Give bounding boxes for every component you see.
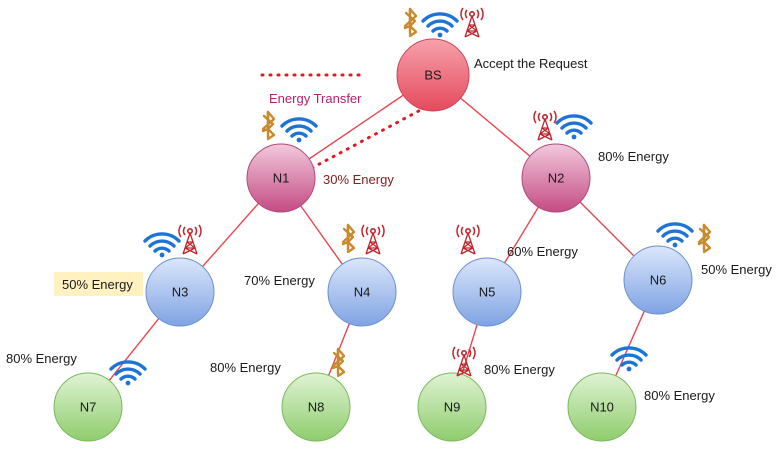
n7-wifi-icon [109, 360, 147, 388]
n4-antenna-tower-icon [361, 224, 385, 255]
node-n1: N1 [246, 143, 316, 213]
node-n9-label: N9 [444, 399, 461, 414]
n1-bluetooth-icon [261, 110, 276, 141]
node-n1-label: N1 [273, 170, 290, 185]
node-n7-label: N7 [80, 399, 97, 414]
n9-energy-annotation: 80% Energy [484, 362, 555, 377]
node-bs: BS [396, 38, 470, 112]
n10-wifi-icon [610, 346, 648, 374]
n3-antenna-tower-icon [178, 224, 202, 255]
energy-transfer-legend-label: Energy Transfer [269, 91, 362, 106]
node-n4-label: N4 [354, 284, 371, 299]
n4-bluetooth-icon [341, 223, 356, 254]
node-n5-label: N5 [479, 284, 496, 299]
n7-energy-annotation: 80% Energy [6, 351, 77, 366]
node-n5: N5 [452, 257, 522, 327]
node-n6: N6 [623, 245, 693, 315]
node-n8-label: N8 [308, 399, 325, 414]
n2-antenna-tower-icon [533, 110, 557, 141]
bs-wifi-icon [421, 12, 459, 40]
node-n2: N2 [521, 143, 591, 213]
n10-energy-annotation: 80% Energy [644, 388, 715, 403]
node-n6-label: N6 [650, 272, 667, 287]
node-n2-label: N2 [548, 170, 565, 185]
n1-wifi-icon [280, 117, 318, 145]
node-n7: N7 [53, 372, 123, 442]
n1-energy-annotation: 30% Energy [323, 172, 394, 187]
n4-energy-annotation: 70% Energy [244, 273, 315, 288]
node-n8: N8 [281, 372, 351, 442]
n8-energy-annotation: 80% Energy [210, 360, 281, 375]
n5-antenna-tower-icon [456, 224, 480, 255]
bs-bluetooth-icon [403, 7, 418, 38]
n3-energy-annotation: 50% Energy [62, 277, 133, 292]
n3-wifi-icon [143, 232, 181, 260]
n9-antenna-tower-icon [452, 346, 476, 377]
n3-energy-highlight [54, 272, 143, 296]
bs-annotation: Accept the Request [474, 56, 588, 71]
node-n10: N10 [567, 372, 637, 442]
n6-energy-annotation: 50% Energy [701, 262, 772, 277]
node-n3: N3 [145, 257, 215, 327]
node-n3-label: N3 [172, 284, 189, 299]
energy-transfer-line [310, 104, 430, 170]
n5-energy-annotation: 60% Energy [507, 244, 578, 259]
n6-bluetooth-icon [697, 223, 712, 254]
node-bs-label: BS [424, 67, 442, 82]
n6-wifi-icon [656, 222, 694, 250]
n8-bluetooth-icon [331, 347, 346, 378]
node-n9: N9 [417, 372, 487, 442]
n2-energy-annotation: 80% Energy [598, 149, 669, 164]
node-n4: N4 [327, 257, 397, 327]
n2-wifi-icon [555, 114, 593, 142]
node-n10-label: N10 [590, 399, 614, 414]
bs-antenna-tower-icon [460, 7, 484, 38]
